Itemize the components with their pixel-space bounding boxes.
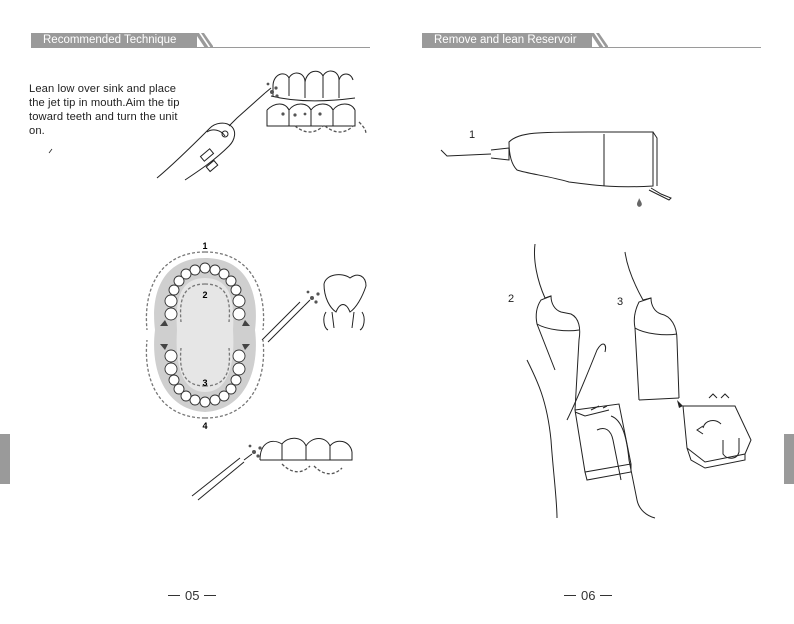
- banner-rule: [31, 47, 370, 48]
- banner-stripes-icon: [195, 33, 213, 48]
- arch-label-1: 1: [202, 241, 207, 251]
- banner-rule: [422, 47, 761, 48]
- page-number-text: 05: [185, 588, 199, 603]
- arch-label-2: 2: [202, 290, 207, 300]
- page-number-text: 06: [581, 588, 595, 603]
- flosser-lower-teeth-illustration: [190, 430, 365, 502]
- dental-arch-diagram: 1 2 3 4: [155, 240, 270, 430]
- step-label-2: 2: [508, 293, 514, 305]
- reservoir-removal-illustration: [527, 240, 762, 520]
- front-tooth-illustration: [262, 272, 372, 344]
- section-title: Remove and lean Reservoir: [434, 34, 577, 46]
- left-page: Recommended Technique Lean low over sink…: [0, 0, 397, 624]
- side-tab-right: [784, 434, 794, 484]
- page-number-06: 06: [564, 588, 612, 603]
- side-tab-left: [0, 434, 10, 484]
- section-banner-reservoir: Remove and lean Reservoir: [422, 33, 592, 48]
- tick-mark: [48, 148, 54, 154]
- right-page: Remove and lean Reservoir 1 2 3: [397, 0, 794, 624]
- banner-stripes-icon: [590, 33, 608, 48]
- arch-label-3: 3: [202, 378, 207, 388]
- section-banner-technique: Recommended Technique: [31, 33, 197, 48]
- page-number-05: 05: [168, 588, 216, 603]
- flosser-side-view-illustration: [439, 128, 679, 210]
- section-title: Recommended Technique: [43, 34, 176, 46]
- flosser-aiming-illustration: [155, 68, 380, 183]
